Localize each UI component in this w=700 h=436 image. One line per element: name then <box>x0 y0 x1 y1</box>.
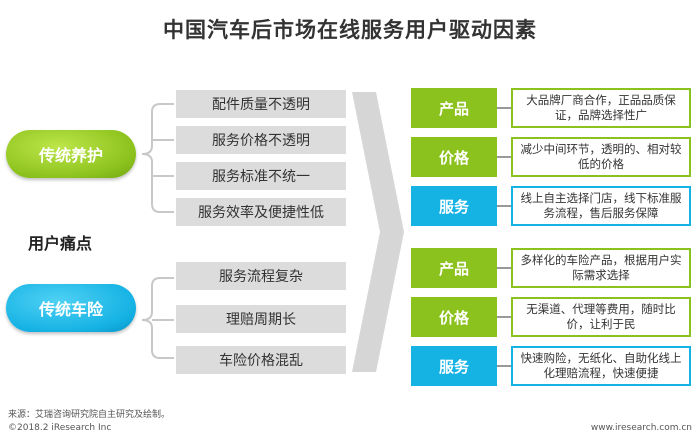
copyright: ©2018.2 iResearch Inc <box>8 423 112 433</box>
traditional-maintenance-label: 传统养护 <box>38 146 103 165</box>
driver-desc-insurance-product: 多样化的车险产品，根据用户实际需求选择 <box>511 248 691 288</box>
pain-point-service-efficiency: 服务效率及便捷性低 <box>176 198 346 226</box>
pain-point-price-chaos: 车险价格混乱 <box>176 346 346 374</box>
connector <box>497 156 511 158</box>
insurance-bracket <box>141 277 174 359</box>
pain-point-service-price: 服务价格不透明 <box>176 126 346 154</box>
pain-point-service-standard: 服务标准不统一 <box>176 162 346 190</box>
driver-desc-insurance-price: 无渠道、代理等费用，随时比价，让利于民 <box>511 297 691 337</box>
driver-tag-insurance-service: 服务 <box>411 346 497 386</box>
pain-point-long-claims: 理赔周期长 <box>176 305 346 333</box>
connector <box>497 365 511 367</box>
driver-desc-maintenance-price: 减少中间环节，透明的、相对较低的价格 <box>511 137 691 177</box>
chevron-right-icon <box>352 92 404 372</box>
website-link[interactable]: www.iresearch.com.cn <box>590 423 692 433</box>
user-pain-points-label: 用户痛点 <box>28 234 93 253</box>
pain-point-complex-process: 服务流程复杂 <box>176 262 346 290</box>
pain-point-parts-quality: 配件质量不透明 <box>176 90 346 118</box>
connector <box>497 205 511 207</box>
traditional-insurance-pill: 传统车险 <box>6 284 136 332</box>
traditional-insurance-label: 传统车险 <box>38 300 103 319</box>
driver-tag-maintenance-product: 产品 <box>411 88 497 128</box>
driver-tag-maintenance-price: 价格 <box>411 137 497 177</box>
driver-tag-maintenance-service: 服务 <box>411 186 497 226</box>
maintenance-bracket <box>141 103 174 213</box>
connector <box>497 267 511 269</box>
source-note: 来源：艾瑞咨询研究院自主研究及绘制。 <box>8 410 171 420</box>
driver-desc-maintenance-service: 线上自主选择门店，线下标准服务流程，售后服务保障 <box>511 186 691 226</box>
traditional-maintenance-pill: 传统养护 <box>6 130 136 178</box>
page-title: 中国汽车后市场在线服务用户驱动因素 <box>163 18 537 42</box>
driver-desc-insurance-service: 快速购险，无纸化、自助化线上化理赔流程，快速便捷 <box>511 346 691 386</box>
connector <box>497 316 511 318</box>
driver-tag-insurance-price: 价格 <box>411 297 497 337</box>
driver-tag-insurance-product: 产品 <box>411 248 497 288</box>
driver-desc-maintenance-product: 大品牌厂商合作，正品品质保证，品牌选择性广 <box>511 88 691 128</box>
connector <box>497 107 511 109</box>
